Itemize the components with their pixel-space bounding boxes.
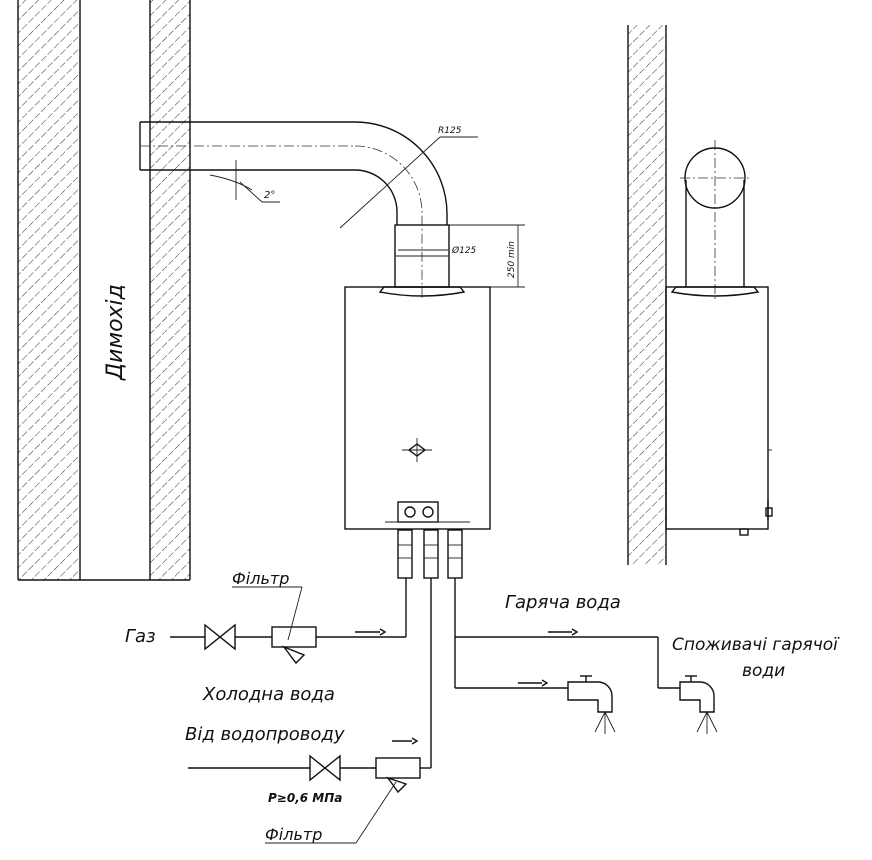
slope-label: 2° <box>264 190 275 201</box>
cold-water-label: Холодна вода <box>202 684 335 705</box>
filter-bottom-label: Фільтр <box>265 825 322 844</box>
side-wall <box>628 25 666 565</box>
boiler-fittings <box>397 529 463 579</box>
cold-water-valve-icon <box>309 754 341 782</box>
gas-filter-icon <box>271 626 317 648</box>
height-label: 250 min <box>507 241 517 278</box>
gas-label: Газ <box>125 626 156 647</box>
chimney: Димохід <box>17 0 191 581</box>
diameter-label: Ø125 <box>451 245 477 256</box>
gas-line: Газ Фільтр <box>125 569 407 665</box>
side-view <box>627 25 773 565</box>
filter-top-label: Фільтр <box>232 569 289 588</box>
chimney-label: Димохід <box>103 284 128 381</box>
water-supply-label: Від водопроводу <box>185 724 345 745</box>
hot-water-label: Гаряча вода <box>505 592 621 613</box>
chimney-wall-right <box>150 0 190 580</box>
gas-valve-icon <box>204 623 236 651</box>
boiler <box>344 286 491 530</box>
chimney-wall-left <box>18 0 80 580</box>
radius-label: R125 <box>438 126 462 136</box>
hot-water-line: Гаряча вода Споживачі гарячої води <box>454 578 840 734</box>
hot-water-tap-icon <box>567 675 616 734</box>
consumers-label-2: води <box>742 661 785 681</box>
pressure-label: P≥0,6 МПа <box>268 791 342 805</box>
cold-water-filter-icon <box>375 757 421 779</box>
cold-water-line: Холодна вода Від водопроводу P≥0,6 МПа Ф… <box>185 578 432 844</box>
flue-pipe: R125 2° Ø125 250 min <box>139 121 525 300</box>
consumers-label-1: Споживачі гарячої <box>672 635 840 655</box>
hot-water-tap-icon <box>679 675 718 734</box>
